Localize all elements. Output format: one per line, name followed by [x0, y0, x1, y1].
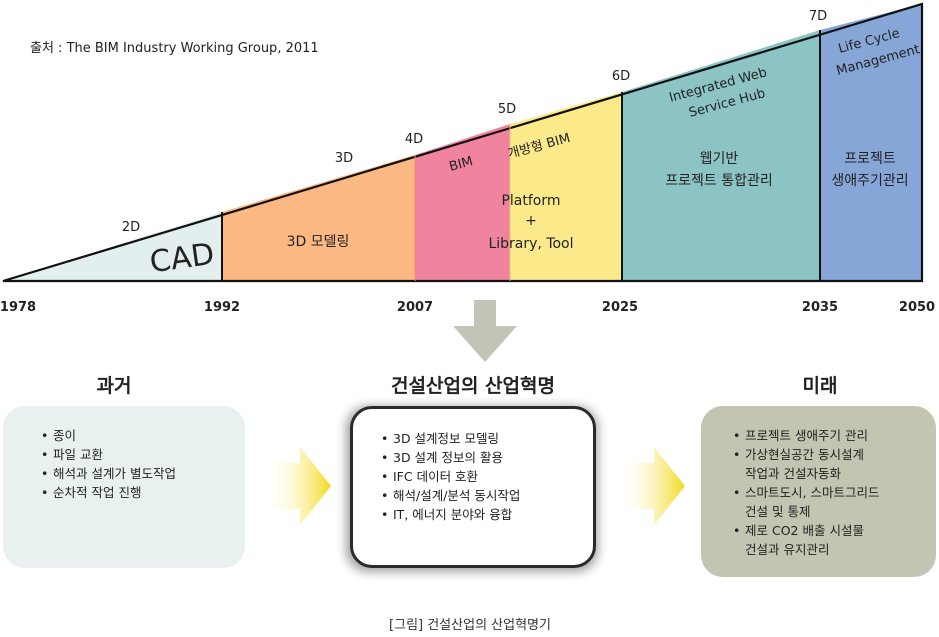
phase-web-line2: 프로젝트 통합관리	[665, 173, 773, 189]
future-box: 프로젝트 생애주기 관리 가상현실공간 동시설계 작업과 건설자동화 스마트도시…	[701, 406, 936, 577]
dim-label-7d: 7D	[809, 9, 827, 24]
past-list: 종이 파일 교환 해석과 설계가 별도작업 순차적 작업 진행	[41, 426, 176, 502]
platform-segment	[510, 92, 622, 281]
dim-label-6d: 6D	[612, 69, 630, 84]
list-item: 해석/설계/분석 동시작업	[381, 486, 520, 505]
list-item: 3D 설계정보 모델링	[381, 429, 520, 448]
year-label-1978: 1978	[0, 300, 36, 315]
year-label-2025: 2025	[602, 300, 638, 315]
right-arrow-right	[617, 447, 685, 525]
lifecycle-segment	[820, 4, 922, 281]
list-item: 해석과 설계가 별도작업	[41, 464, 176, 483]
source-text: 출처 : The BIM Industry Working Group, 201…	[30, 41, 319, 56]
list-item: 가상현실공간 동시설계 작업과 건설자동화	[733, 445, 879, 483]
phase-platform-line1: Platform	[501, 193, 560, 209]
revolution-box: 3D 설계정보 모델링 3D 설계 정보의 활용 IFC 데이터 호환 해석/설…	[350, 406, 596, 568]
list-item: 3D 설계 정보의 활용	[381, 448, 520, 467]
right-arrow-left	[264, 447, 331, 525]
dim-label-2d: 2D	[122, 220, 140, 235]
list-item: 파일 교환	[41, 445, 176, 464]
list-item: 프로젝트 생애주기 관리	[733, 426, 879, 445]
year-label-2035: 2035	[802, 300, 838, 315]
web-integration-segment	[622, 30, 820, 281]
revolution-heading: 건설산업의 산업혁명	[391, 375, 555, 397]
dim-label-4d: 4D	[405, 132, 423, 147]
phase-pjt-line2: 생애주기관리	[831, 173, 908, 189]
list-item: 스마트도시, 스마트그리드 건설 및 통제	[733, 483, 879, 521]
figure-caption: [그림] 건설산업의 산업혁명기	[389, 618, 551, 633]
phase-3d-modeling: 3D 모델링	[287, 234, 350, 250]
list-item: IFC 데이터 호환	[381, 467, 520, 486]
list-item: 제로 CO2 배출 시설물 건설과 유지관리	[733, 521, 879, 559]
year-label-1992: 1992	[204, 300, 240, 315]
revolution-list: 3D 설계정보 모델링 3D 설계 정보의 활용 IFC 데이터 호환 해석/설…	[381, 429, 520, 524]
year-label-2050: 2050	[899, 300, 935, 315]
list-item: 종이	[41, 426, 176, 445]
phase-pjt-line1: 프로젝트	[844, 151, 896, 167]
wedge-outline	[2, 2, 924, 283]
down-arrow	[453, 300, 517, 362]
year-label-2007: 2007	[397, 300, 433, 315]
dim-label-3d: 3D	[335, 151, 353, 166]
future-list: 프로젝트 생애주기 관리 가상현실공간 동시설계 작업과 건설자동화 스마트도시…	[733, 426, 879, 559]
past-heading: 과거	[96, 375, 132, 397]
phase-platform-line3: Library, Tool	[488, 236, 573, 252]
dim-label-5d: 5D	[498, 102, 516, 117]
phase-platform-line2: +	[525, 213, 537, 229]
bim-segment	[415, 124, 510, 281]
phase-web-line1: 웹기반	[700, 151, 739, 167]
3d-modeling-segment	[222, 155, 415, 281]
list-item: IT, 에너지 분야와 융합	[381, 505, 520, 524]
future-heading: 미래	[802, 375, 838, 397]
list-item: 순차적 작업 진행	[41, 483, 176, 502]
phase-bim: BIM	[448, 154, 475, 175]
past-box: 종이 파일 교환 해석과 설계가 별도작업 순차적 작업 진행	[3, 406, 245, 568]
